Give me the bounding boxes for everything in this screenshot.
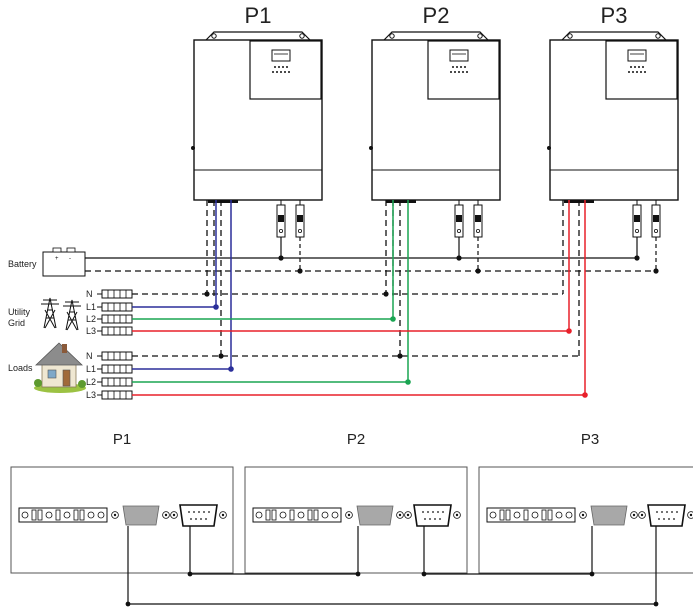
- terminal-strip: [96, 289, 133, 299]
- terminal-strip: [96, 390, 133, 400]
- utility-label-line2: Grid: [8, 318, 25, 328]
- svg-text:+: +: [55, 256, 59, 262]
- loads-phase-l3: L3: [86, 390, 96, 400]
- comm-panel-p2: [244, 466, 468, 574]
- panel-label-p2: P2: [347, 431, 365, 448]
- breaker-icon: [276, 204, 286, 238]
- inverter-p3: [546, 31, 679, 204]
- terminal-strip: [96, 377, 133, 387]
- utility-phase-l1: L1: [86, 302, 96, 312]
- panel-label-p3: P3: [581, 431, 599, 448]
- terminal-strip: [96, 326, 133, 336]
- battery-icon: + -: [42, 247, 86, 277]
- utility-phase-l3: L3: [86, 326, 96, 336]
- terminal-strip: [96, 351, 133, 361]
- loads-phase-l1: L1: [86, 364, 96, 374]
- terminal-strip: [96, 314, 133, 324]
- unit-label-p1: P1: [245, 3, 272, 28]
- terminal-strip: [96, 364, 133, 374]
- comm-panel-p3: [478, 466, 693, 574]
- breaker-icon: [295, 204, 305, 238]
- inverter-p1: [190, 31, 323, 204]
- loads-label: Loads: [8, 363, 33, 373]
- svg-text:-: -: [69, 256, 71, 262]
- utility-phase-l2: L2: [86, 314, 96, 324]
- inverter-p2: [368, 31, 501, 204]
- terminal-strip: [96, 302, 133, 312]
- loads-phase-n: N: [86, 351, 93, 361]
- breaker-icon: [651, 204, 661, 238]
- breaker-icon: [632, 204, 642, 238]
- utility-phase-n: N: [86, 289, 93, 299]
- unit-label-p3: P3: [601, 3, 628, 28]
- panel-label-p1: P1: [113, 431, 131, 448]
- comm-panel-p1: [10, 466, 234, 574]
- battery-label: Battery: [8, 259, 37, 269]
- breaker-icon: [473, 204, 483, 238]
- transmission-tower-icon: [40, 297, 82, 331]
- breaker-icon: [454, 204, 464, 238]
- house-icon: [34, 342, 86, 393]
- loads-phase-l2: L2: [86, 377, 96, 387]
- utility-label-line1: Utility: [8, 307, 30, 317]
- unit-label-p2: P2: [423, 3, 450, 28]
